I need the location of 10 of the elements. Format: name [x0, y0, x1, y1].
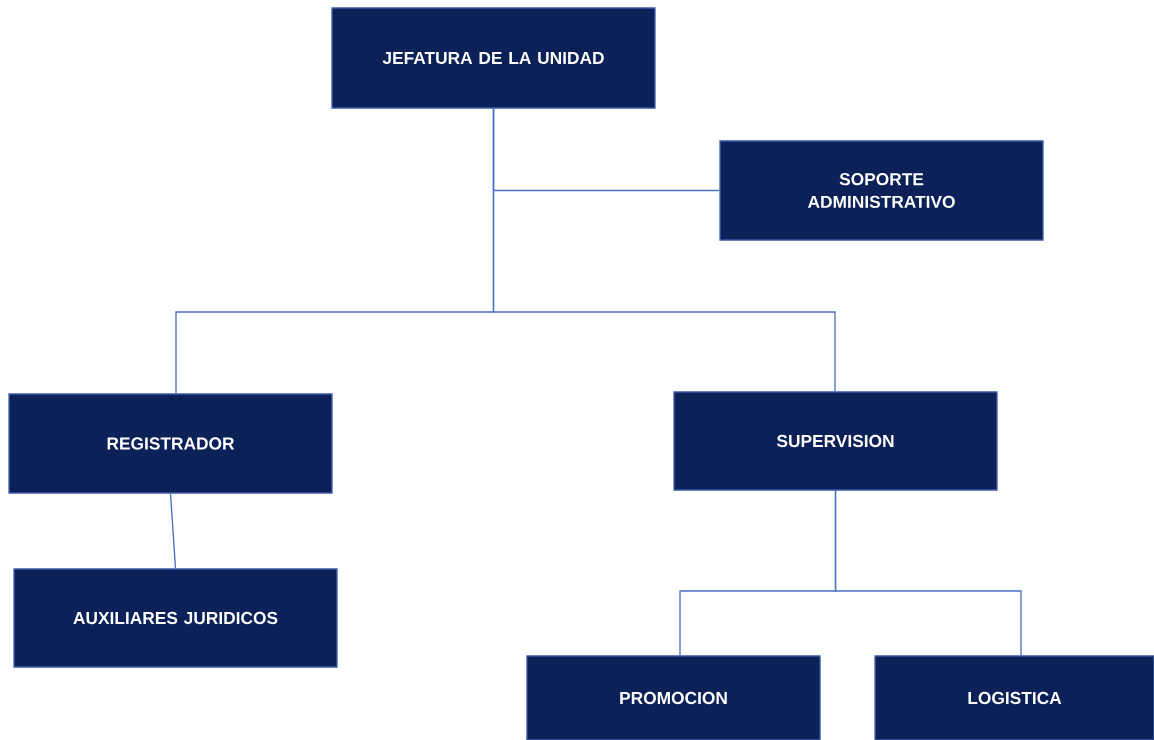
- connector-line: [492, 108, 836, 392]
- org-box: PROMOCION: [526, 655, 821, 740]
- org-box: SOPORTE ADMINISTRATIVO: [719, 140, 1044, 241]
- org-box: AUXILIARES JURIDICOS: [13, 568, 338, 668]
- connector-line: [169, 492, 177, 569]
- org-box: LOGISTICA: [874, 655, 1154, 740]
- org-box: REGISTRADOR: [8, 393, 333, 494]
- connector-line: [834, 490, 1022, 656]
- org-box: SUPERVISION: [673, 391, 998, 491]
- org-box: JEFATURA DE LA UNIDAD: [331, 7, 656, 109]
